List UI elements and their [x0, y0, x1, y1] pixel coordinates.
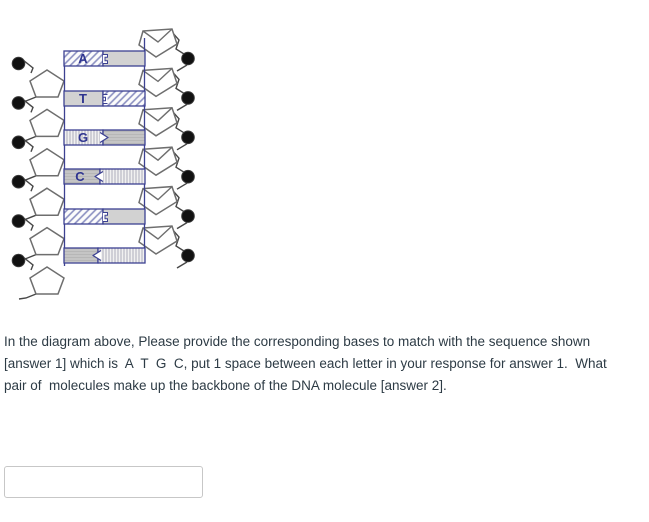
base-connector-tab	[103, 212, 108, 222]
left-backbone	[11, 56, 65, 300]
question-line: pair of molecules make up the backbone o…	[4, 378, 447, 393]
base-pair-rung	[63, 247, 146, 264]
base-pair-rung: A	[63, 50, 146, 67]
right-backbone	[138, 28, 196, 269]
base-pair-rung: T	[63, 90, 146, 107]
base-connector-chevron-right	[99, 131, 109, 144]
base-pair-rung	[63, 208, 146, 225]
base-pair-rung: C	[63, 168, 146, 185]
base-connector-chevron-left	[92, 249, 102, 262]
base-connector-chevron-left	[94, 170, 104, 183]
base-connector-tab	[102, 94, 108, 104]
question-text: In the diagram above, Please provide the…	[4, 331, 646, 397]
base-label: T	[79, 91, 87, 106]
dna-diagram: A T G C	[0, 0, 210, 300]
base-label: C	[75, 169, 85, 184]
answer-input[interactable]	[4, 466, 203, 498]
base-label: G	[78, 130, 88, 145]
base-pair-rung: G	[63, 129, 146, 146]
question-line: [answer 1] which is A T G C, put 1 space…	[4, 356, 607, 371]
question-line: In the diagram above, Please provide the…	[4, 334, 591, 349]
dna-diagram-svg: A T G C	[11, 28, 196, 300]
base-connector-tab	[103, 54, 108, 64]
base-label: A	[78, 51, 88, 66]
